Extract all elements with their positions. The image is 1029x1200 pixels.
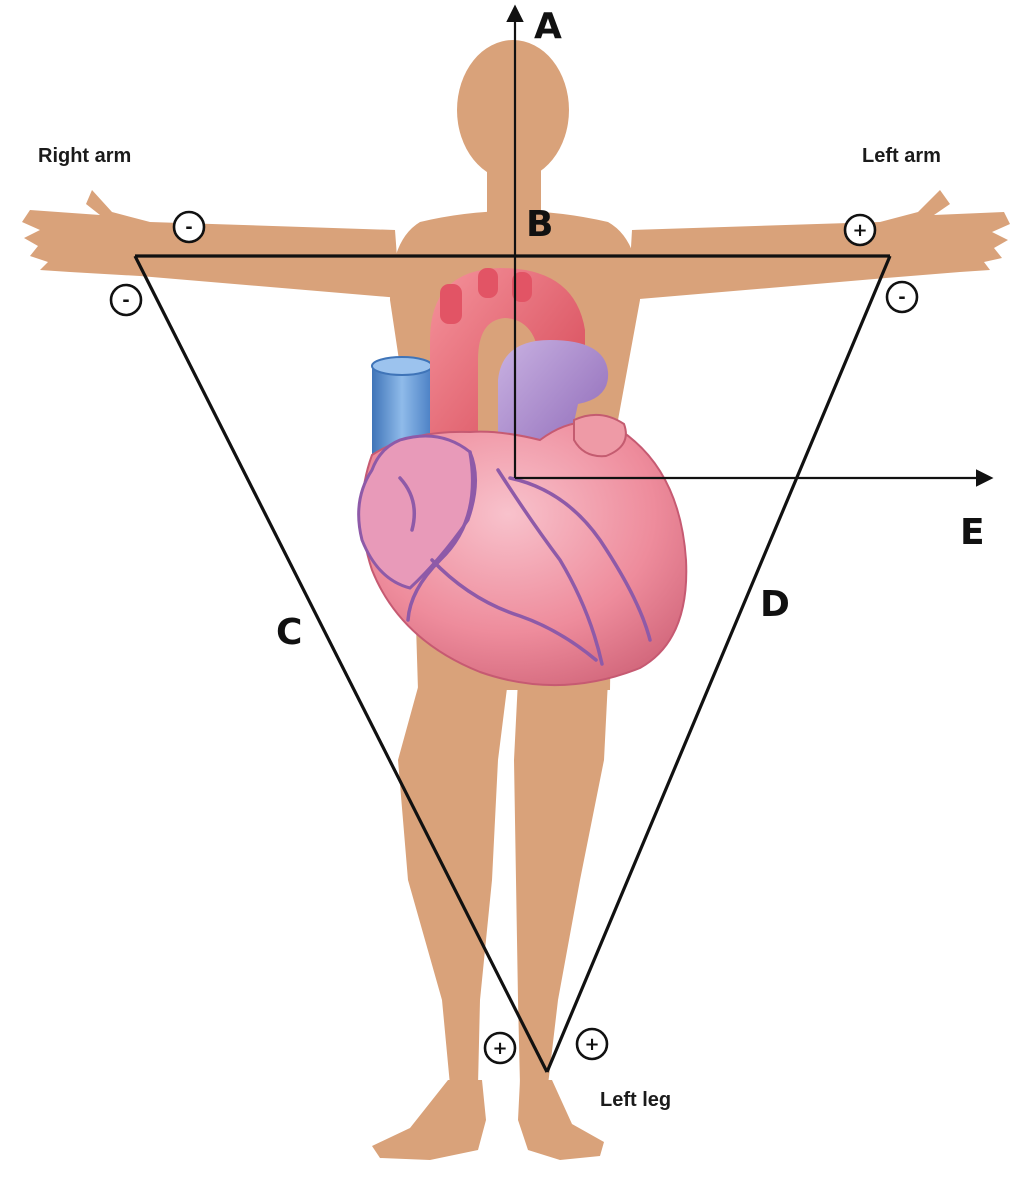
- electrode-la-top: +: [843, 213, 877, 247]
- electrode-sign: +: [584, 1034, 599, 1055]
- label-c: C: [276, 612, 302, 653]
- label-left-arm: Left arm: [862, 145, 941, 167]
- electrode-ll-right: +: [575, 1027, 609, 1061]
- electrode-ll-left: +: [483, 1031, 517, 1065]
- vena-cava-opening: [371, 356, 433, 376]
- label-e: E: [960, 512, 985, 553]
- lead-III-line-d: [545, 255, 892, 1073]
- axis-lines: [506, 4, 994, 487]
- label-right-arm: Right arm: [38, 145, 131, 167]
- lead-II-line-c: [133, 255, 549, 1073]
- electrode-la-bottom: -: [885, 280, 919, 314]
- aortic-arch: [430, 268, 585, 470]
- label-d: D: [760, 584, 790, 625]
- label-left-leg: Left leg: [600, 1089, 671, 1111]
- aorta-branch-3: [512, 272, 532, 302]
- label-b: B: [526, 204, 553, 245]
- leg-left: [514, 680, 608, 1085]
- foot-left: [518, 1080, 604, 1160]
- left-auricle: [573, 413, 627, 458]
- arms: [22, 190, 400, 298]
- einthoven-triangle: [133, 254, 892, 1073]
- electrode-ra-top: -: [172, 210, 206, 244]
- head: [457, 40, 569, 180]
- electrode-ra-bottom: -: [109, 283, 143, 317]
- foot-right: [372, 1080, 486, 1160]
- electrode-sign: -: [898, 287, 905, 308]
- aorta-branch-1: [440, 284, 462, 324]
- heart-illustration: [357, 268, 688, 687]
- electrode-sign: +: [852, 220, 867, 241]
- electrode-sign: -: [122, 290, 129, 311]
- electrode-sign: -: [185, 217, 192, 238]
- label-a: A: [534, 6, 562, 47]
- coronary-vessels: [398, 450, 652, 666]
- arm-left-side: [628, 190, 1010, 300]
- electrode-sign: +: [492, 1038, 507, 1059]
- aorta-branch-2: [478, 268, 498, 298]
